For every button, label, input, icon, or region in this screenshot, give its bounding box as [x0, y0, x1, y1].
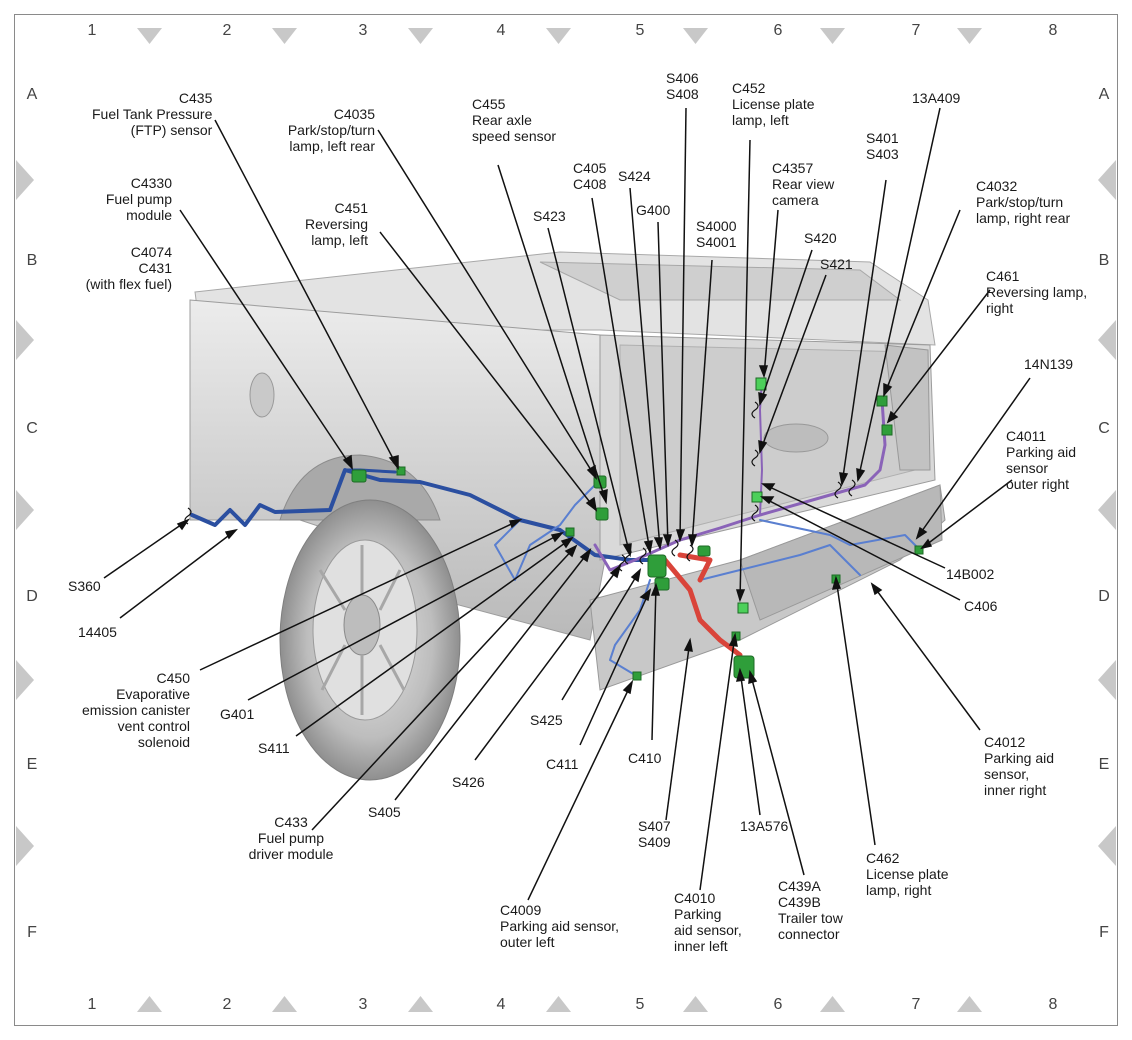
label-s425: S425	[530, 712, 563, 728]
label-s424: S424	[618, 168, 651, 184]
label-c410: C410	[628, 750, 662, 766]
label-g401: G401	[220, 706, 255, 722]
grid-col-1: 1	[87, 22, 97, 39]
grid-row-c-right: C	[1098, 420, 1110, 437]
grid-row-f-right: F	[1099, 924, 1109, 941]
grid-col-5: 5	[635, 22, 645, 39]
grid-col-8-bottom: 8	[1048, 996, 1058, 1013]
label-13a409: 13A409	[912, 90, 961, 106]
grid-col-4: 4	[496, 22, 506, 39]
harness-light-blue-lower	[609, 579, 651, 676]
label-14n139: 14N139	[1024, 356, 1074, 372]
label-s420: S420	[804, 230, 837, 246]
grid-col-7: 7	[911, 22, 921, 39]
connectors	[351, 377, 924, 681]
harness-red	[662, 552, 743, 658]
grid-col-6: 6	[773, 22, 783, 39]
grid-col-8: 8	[1048, 22, 1058, 39]
grid-col-2: 2	[222, 22, 232, 39]
label-s411: S411	[258, 740, 290, 756]
label-s405: S405	[368, 804, 401, 820]
label-c411: C411	[546, 756, 579, 772]
grid-row-f: F	[27, 924, 37, 941]
grid-col-1-bottom: 1	[87, 996, 97, 1013]
grid-row-a: A	[26, 86, 38, 103]
grid-row-e: E	[26, 756, 38, 773]
label-c406: C406	[964, 598, 998, 614]
label-s421: S421	[820, 256, 853, 272]
diagram-frame	[14, 14, 1118, 1026]
grid-row-b-right: B	[1098, 252, 1110, 269]
grid-col-5-bottom: 5	[635, 996, 645, 1013]
grid-row-c: C	[26, 420, 38, 437]
grid-col-2-bottom: 2	[222, 996, 232, 1013]
harness-light-blue-left	[494, 479, 601, 581]
label-14405: 14405	[78, 624, 117, 640]
grid-col-3: 3	[358, 22, 368, 39]
label-14b002: 14B002	[946, 566, 995, 582]
grid-row-d: D	[26, 588, 38, 605]
label-g400: G400	[636, 202, 671, 218]
label-s360: S360	[68, 578, 101, 594]
label-13a576: 13A576	[740, 818, 789, 834]
grid-row-a-right: A	[1098, 86, 1110, 103]
label-s423: S423	[533, 208, 566, 224]
grid-col-7-bottom: 7	[911, 996, 921, 1013]
label-s426: S426	[452, 774, 485, 790]
grid-col-3-bottom: 3	[358, 996, 368, 1013]
grid-col-4-bottom: 4	[496, 996, 506, 1013]
leader-lines	[103, 107, 1031, 901]
grid-row-e-right: E	[1098, 756, 1110, 773]
grid-markers	[16, 28, 1116, 1012]
grid-col-6-bottom: 6	[773, 996, 783, 1013]
grid-row-b: B	[26, 252, 38, 269]
harness-light-blue-right	[699, 519, 919, 581]
grid-row-d-right: D	[1098, 588, 1110, 605]
